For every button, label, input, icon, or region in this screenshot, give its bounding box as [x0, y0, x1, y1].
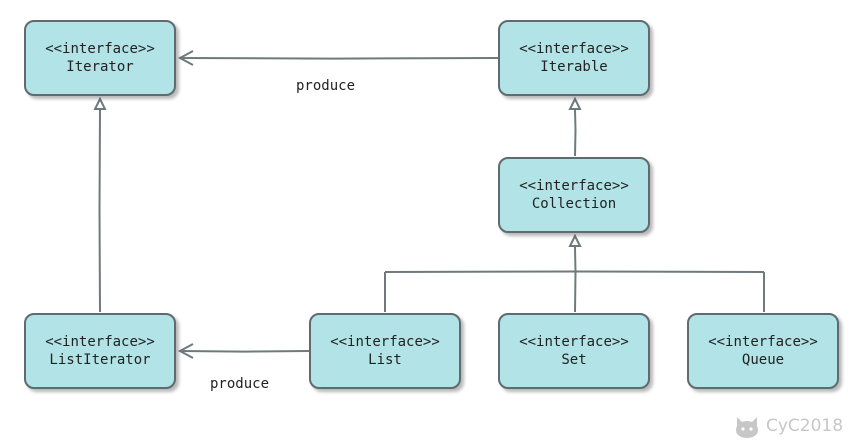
node-stereotype: <<interface>> — [519, 178, 629, 194]
edge-list-listiterator — [179, 350, 310, 353]
listiterator-node: <<interface>> ListIterator — [24, 313, 176, 389]
edge-set-collection — [574, 246, 577, 313]
node-name: ListIterator — [49, 352, 151, 368]
arrowhead-iterator — [177, 50, 194, 66]
node-stereotype: <<interface>> — [519, 41, 629, 57]
triangle-iterator — [93, 96, 107, 110]
node-stereotype: <<interface>> — [45, 41, 155, 57]
produce-label-bottom: produce — [210, 376, 270, 392]
node-name: Queue — [741, 352, 785, 368]
iterator-node: <<interface>> Iterator — [24, 20, 176, 96]
node-stereotype: <<interface>> — [45, 334, 155, 350]
edge-collection-iterable — [574, 109, 577, 157]
node-stereotype: <<interface>> — [708, 334, 818, 350]
arrowhead-listiterator — [177, 343, 194, 359]
watermark-text: CyC2018 — [766, 416, 844, 436]
node-name: List — [368, 352, 402, 368]
collection-node: <<interface>> Collection — [498, 157, 650, 233]
octocat-icon — [736, 417, 758, 438]
queue-node: <<interface>> Queue — [687, 313, 839, 389]
node-stereotype: <<interface>> — [330, 334, 440, 350]
set-node: <<interface>> Set — [498, 313, 650, 389]
node-name: Set — [561, 352, 587, 368]
edge-iterable-iterator — [179, 57, 499, 60]
node-name: Collection — [531, 196, 617, 212]
watermark: CyC2018 — [733, 414, 843, 438]
node-stereotype: <<interface>> — [519, 334, 629, 350]
edge-listiterator-iterator — [98, 109, 101, 313]
list-node: <<interface>> List — [309, 313, 461, 389]
node-name: Iterator — [66, 59, 134, 75]
triangle-collection — [568, 233, 582, 247]
triangle-iterable — [568, 96, 582, 110]
node-name: Iterable — [540, 59, 608, 75]
iterable-node: <<interface>> Iterable — [498, 20, 650, 96]
produce-label-top: produce — [296, 78, 356, 94]
